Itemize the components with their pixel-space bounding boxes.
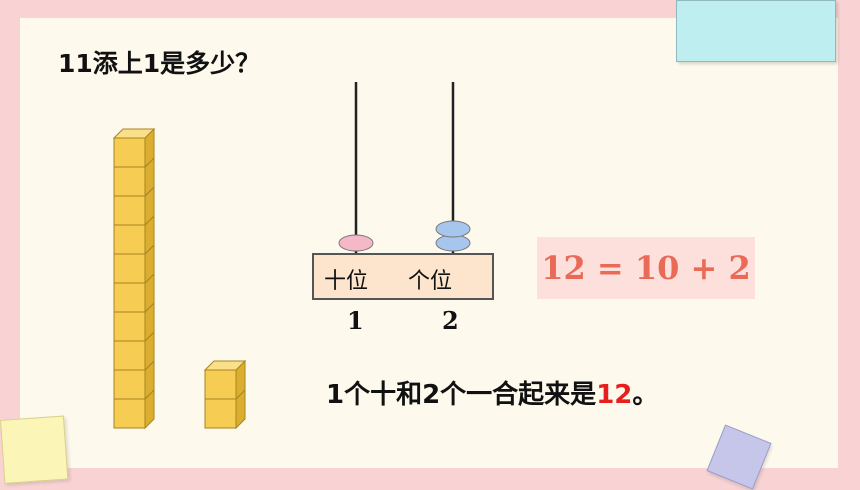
equation-text: 12 = 10 + 2 — [541, 249, 751, 287]
ones-digit: 2 — [442, 306, 459, 335]
abacus-frame — [312, 253, 494, 300]
unit-cube — [113, 243, 155, 285]
ones-beads — [435, 220, 471, 252]
conclusion-prefix: 1个十和2个一合起来是 — [326, 380, 597, 410]
unit-cube — [113, 272, 155, 314]
unit-cube — [204, 388, 246, 430]
tens-beads — [338, 234, 374, 252]
unit-cube — [113, 388, 155, 430]
tens-place-label: 十位 — [324, 269, 369, 294]
unit-cube — [113, 359, 155, 401]
ten-block-stack — [112, 127, 156, 430]
ones-place-label: 个位 — [408, 269, 453, 294]
unit-cube — [203, 359, 247, 401]
unit-block-stack — [203, 359, 247, 430]
unit-cube — [113, 185, 155, 227]
ones-bead — [435, 220, 471, 238]
question-title: 11添上1是多少？ — [58, 49, 261, 78]
tens-bead — [338, 234, 374, 252]
conclusion-highlight: 12 — [596, 380, 633, 410]
conclusion-sentence: 1个十和2个一合起来是12。 — [326, 374, 658, 411]
conclusion-suffix: 。 — [632, 380, 659, 410]
unit-cube — [112, 127, 156, 169]
unit-cube — [113, 301, 155, 343]
sticky-note-top-right — [676, 0, 836, 62]
equation-box: 12 = 10 + 2 — [537, 237, 755, 299]
tens-digit: 1 — [347, 306, 364, 335]
